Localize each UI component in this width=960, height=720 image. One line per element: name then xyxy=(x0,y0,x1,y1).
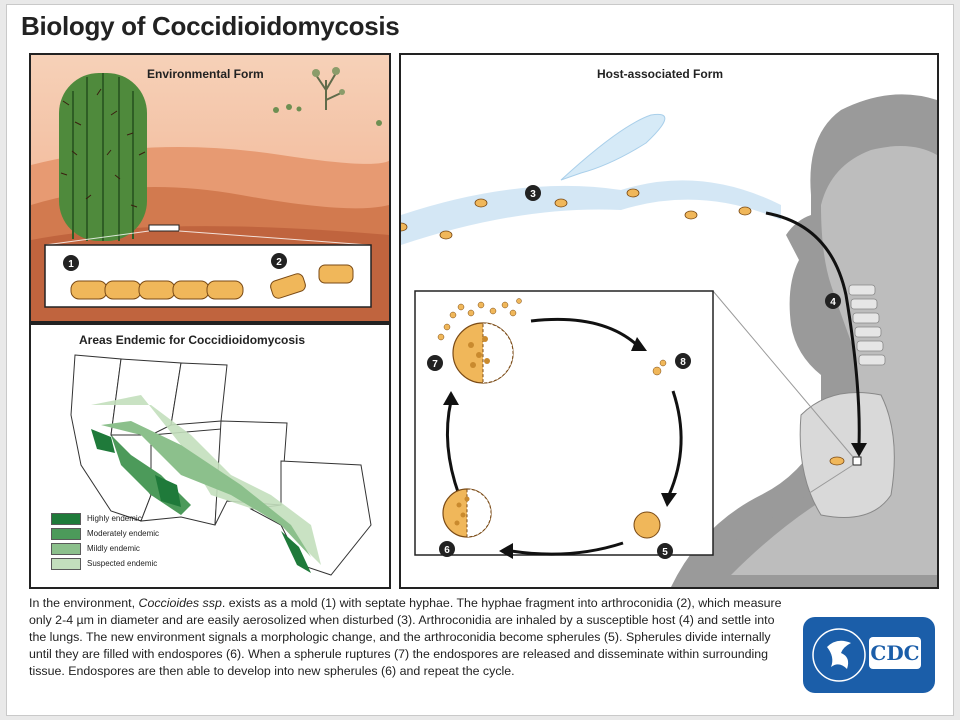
legend-label: Moderately endemic xyxy=(87,529,160,538)
legend-label: Highly endemic xyxy=(87,514,142,523)
environmental-form-panel: 1 2 Environmental Form xyxy=(29,53,391,323)
legend-label: Mildly endemic xyxy=(87,544,140,553)
svg-text:5: 5 xyxy=(662,547,668,558)
joshua-tree-icon xyxy=(315,72,342,110)
svg-text:4: 4 xyxy=(830,297,836,308)
species-name: Coccioides ssp xyxy=(138,596,222,610)
legend-swatch xyxy=(51,512,81,525)
endemic-legend: Highly endemic Moderately endemic Mildly… xyxy=(51,511,159,571)
endemic-map-panel: Areas Endemic for Coccidioidomycosis Hig… xyxy=(29,323,391,589)
legend-item-highly: Highly endemic xyxy=(51,511,159,526)
step-5-marker: 5 xyxy=(657,543,673,559)
hhs-eagle-icon xyxy=(812,628,866,682)
description-text: In the environment, Coccioides ssp. exis… xyxy=(29,595,789,680)
page: Biology of Coccidioidomycosis xyxy=(6,4,954,716)
svg-text:6: 6 xyxy=(444,545,450,556)
endemic-map-title: Areas Endemic for Coccidioidomycosis xyxy=(79,333,306,347)
legend-swatch xyxy=(51,527,81,540)
endemic-map xyxy=(70,354,372,576)
step-4-marker: 4 xyxy=(825,293,841,309)
legend-item-suspected: Suspected endemic xyxy=(51,556,159,571)
desert-illustration: 1 2 xyxy=(31,55,389,321)
cdc-logo: CDC xyxy=(803,617,935,693)
description-part-1: In the environment, xyxy=(29,596,139,610)
page-title: Biology of Coccidioidomycosis xyxy=(21,11,400,41)
svg-text:3: 3 xyxy=(530,189,536,200)
state-utah xyxy=(170,362,228,426)
legend-label: Suspected endemic xyxy=(87,559,158,568)
svg-text:8: 8 xyxy=(680,357,686,368)
step-8-marker: 8 xyxy=(675,353,691,369)
step-2-marker: 2 xyxy=(271,253,287,269)
environmental-form-title: Environmental Form xyxy=(147,67,264,81)
description-part-2: . exists as a mold (1) with septate hyph… xyxy=(29,596,782,678)
step-3-marker: 3 xyxy=(525,185,541,201)
step-1-marker: 1 xyxy=(63,255,79,271)
cdc-wordmark: CDC xyxy=(869,637,921,669)
step-7-marker: 7 xyxy=(427,355,443,371)
svg-text:7: 7 xyxy=(432,359,438,370)
spherule-cycle xyxy=(445,317,683,556)
host-associated-form-panel: 3 4 5 6 7 8 Host-associated Form xyxy=(399,53,939,589)
cactus-icon xyxy=(59,73,147,241)
step-6-marker: 6 xyxy=(439,541,455,557)
legend-swatch xyxy=(51,542,81,555)
host-form-title: Host-associated Form xyxy=(597,67,724,81)
svg-text:1: 1 xyxy=(68,259,74,270)
legend-item-mildly: Mildly endemic xyxy=(51,541,159,556)
host-illustration: 3 4 5 6 7 8 xyxy=(401,94,937,587)
svg-text:2: 2 xyxy=(276,257,282,268)
legend-item-moderately: Moderately endemic xyxy=(51,526,159,541)
legend-swatch xyxy=(51,557,81,570)
